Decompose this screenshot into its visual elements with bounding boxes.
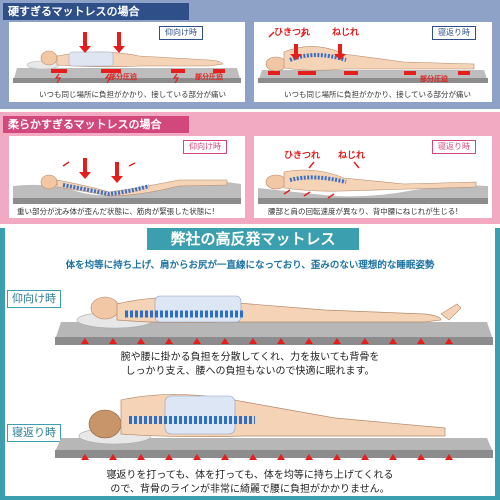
- twist-word: ねじれ: [338, 151, 366, 161]
- hard-turning-illustration: [258, 31, 488, 83]
- our-supine-illustration: [55, 295, 493, 345]
- hard-supine-illustration: [13, 32, 241, 84]
- soft-supine-caption: 重い部分が沈み体が歪んだ状態に、筋肉が緊張した状態に!: [17, 207, 215, 216]
- our-mattress-panel: 弊社の高反発マットレス 体を均等に持ち上げ、肩からお尻が一直線になっており、歪み…: [5, 228, 495, 496]
- soft-supine-panel: 仰向け時 重い部分が沈み体が歪んだ状態に、筋肉が緊張した状態に!: [9, 136, 245, 218]
- our-supine-caption-2: しっかり支え、腰への負担もないので快適に眠れます。: [125, 366, 375, 377]
- our-turning-illustration: [55, 394, 493, 460]
- our-supine-caption-1: 腕や腰に掛かる負担を分散してくれ、力を抜いても背骨を: [120, 352, 380, 363]
- soft-supine-tag: 仰向け時: [183, 140, 227, 154]
- soft-supine-illustration: [13, 158, 241, 204]
- twist-word: ねじれ: [332, 28, 360, 38]
- hard-turning-caption: いつも同じ場所に負担がかかり、接している部分が痛い: [284, 90, 471, 99]
- pull-word: ひきつれ: [284, 151, 321, 161]
- our-turning-tag: 寝返り時: [7, 424, 61, 442]
- pressure-label: 部分圧迫: [109, 73, 137, 81]
- soft-turning-panel: 寝返り時 ひきつれ ねじれ 腰部と肩の回転速度が異なり、背中腰にねじれが生じる!: [254, 136, 492, 218]
- soft-turning-caption: 腰部と肩の回転速度が異なり、背中腰にねじれが生じる!: [268, 207, 459, 216]
- hard-supine-tag: 仰向け時: [159, 26, 203, 40]
- our-mattress-section: 弊社の高反発マットレス 体を均等に持ち上げ、肩からお尻が一直線になっており、歪み…: [0, 228, 500, 500]
- pull-word: ひきつれ: [274, 28, 311, 38]
- soft-mattress-section: 柔らかすぎるマットレスの場合 仰向け時 重い部分が沈み体が歪んだ状態に、筋肉が緊…: [0, 112, 500, 224]
- hard-mattress-title: 硬すぎるマットレスの場合: [3, 3, 189, 20]
- our-turning-caption-2: ので、背骨のラインが非常に綺麗で腰に負担がかかりません。: [110, 484, 390, 495]
- pressure-label: 部分圧迫: [420, 75, 448, 83]
- our-supine-tag: 仰向け時: [7, 290, 61, 308]
- soft-turning-illustration: [258, 161, 488, 204]
- hard-turning-panel: 寝返り時 ひきつれ ねじれ 部分圧迫 いつも同じ場所に負担がかかり、接している部…: [254, 22, 492, 102]
- soft-turning-tag: 寝返り時: [432, 140, 476, 154]
- pressure-label: 部分圧迫: [195, 73, 223, 81]
- our-turning-caption-1: 寝返りを打っても、体を打っても、体を均等に持ち上げてくれる: [106, 470, 394, 481]
- hard-turning-tag: 寝返り時: [432, 26, 476, 40]
- hard-supine-caption: いつも同じ場所に負担がかかり、接している部分が痛い: [39, 90, 226, 99]
- hard-mattress-section: 硬すぎるマットレスの場合 仰向け時 部分圧迫 部分圧迫: [0, 0, 500, 109]
- our-mattress-subtitle: 体を均等に持ち上げ、肩からお尻が一直線になっており、歪みのない理想的な睡眠姿勢: [65, 260, 435, 271]
- our-mattress-banner: 弊社の高反発マットレス: [147, 228, 359, 250]
- hard-supine-panel: 仰向け時 部分圧迫 部分圧迫 いつも同じ場所に負担がかかり、接: [9, 22, 245, 102]
- soft-mattress-title: 柔らかすぎるマットレスの場合: [3, 116, 189, 133]
